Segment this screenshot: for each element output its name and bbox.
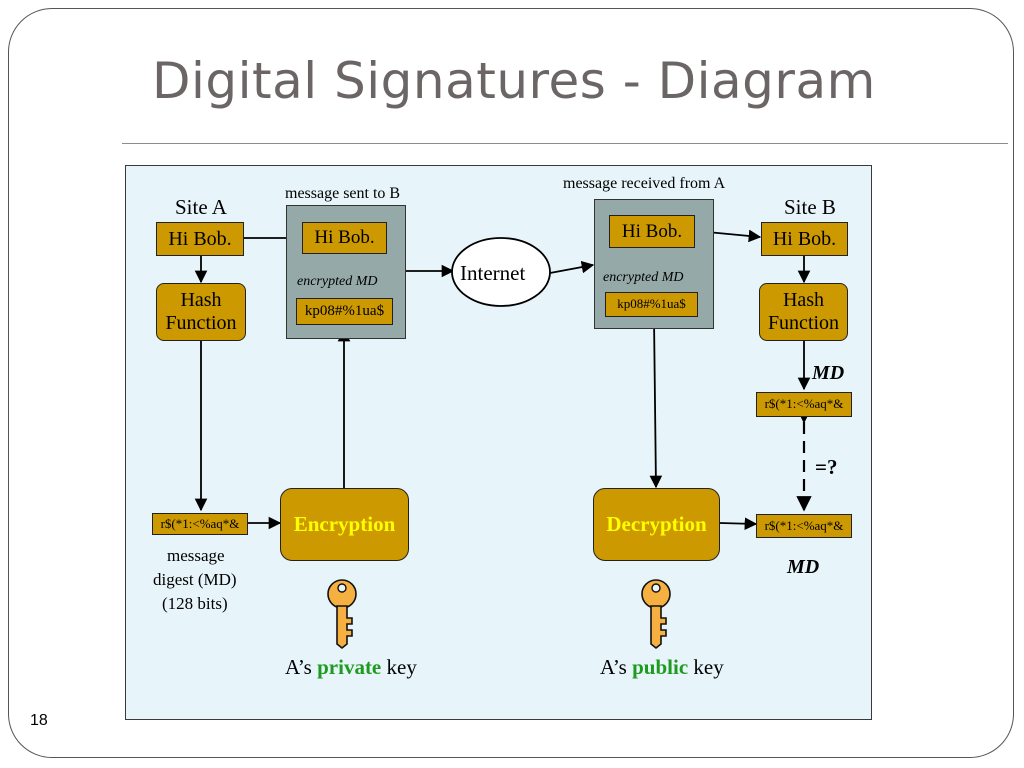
md-label-bottom: MD — [787, 556, 820, 578]
digest-caption-line3: (128 bits) — [162, 594, 228, 613]
site-a-digest-box: r$(*1:<%aq*& — [152, 513, 248, 535]
public-key-label: A’s public key — [600, 655, 724, 679]
site-b-label: Site B — [784, 195, 836, 219]
digest-caption-line2: digest (MD) — [153, 570, 237, 589]
sent-encrypted-value: kp08#%1ua$ — [296, 298, 393, 325]
decryption-box: Decryption — [593, 488, 720, 561]
site-b-digest-bottom: r$(*1:<%aq*& — [756, 514, 852, 538]
key-icon — [641, 579, 671, 650]
public-key-emphasis: public — [632, 655, 689, 679]
key-icon — [327, 579, 357, 650]
received-encrypted-label: encrypted MD — [603, 270, 684, 285]
site-b-digest-top: r$(*1:<%aq*& — [756, 392, 852, 417]
slide-title: Digital Signatures - Diagram — [152, 52, 876, 110]
site-a-message-box: Hi Bob. — [156, 222, 244, 256]
sent-caption: message sent to B — [285, 185, 401, 202]
sent-message-box: Hi Bob. — [302, 222, 387, 254]
received-caption: message received from A — [563, 175, 726, 192]
received-encrypted-value: kp08#%1ua$ — [605, 292, 698, 317]
page-number: 18 — [30, 712, 48, 729]
site-b-hash-function: Hash Function — [759, 283, 848, 341]
site-a-label: Site A — [175, 195, 227, 219]
sent-encrypted-label: encrypted MD — [297, 274, 378, 289]
received-message-box: Hi Bob. — [609, 215, 695, 248]
compare-label: =? — [815, 455, 838, 479]
private-key-label: A’s private key — [285, 655, 417, 679]
private-key-emphasis: private — [317, 655, 382, 679]
site-a-hash-function: Hash Function — [156, 283, 246, 341]
site-b-message-box: Hi Bob. — [761, 222, 848, 256]
digest-caption-line1: message — [167, 546, 225, 565]
internet-label: Internet — [460, 261, 526, 285]
md-label-top: MD — [812, 362, 845, 384]
title-divider — [122, 143, 1008, 144]
encryption-box: Encryption — [280, 488, 409, 561]
